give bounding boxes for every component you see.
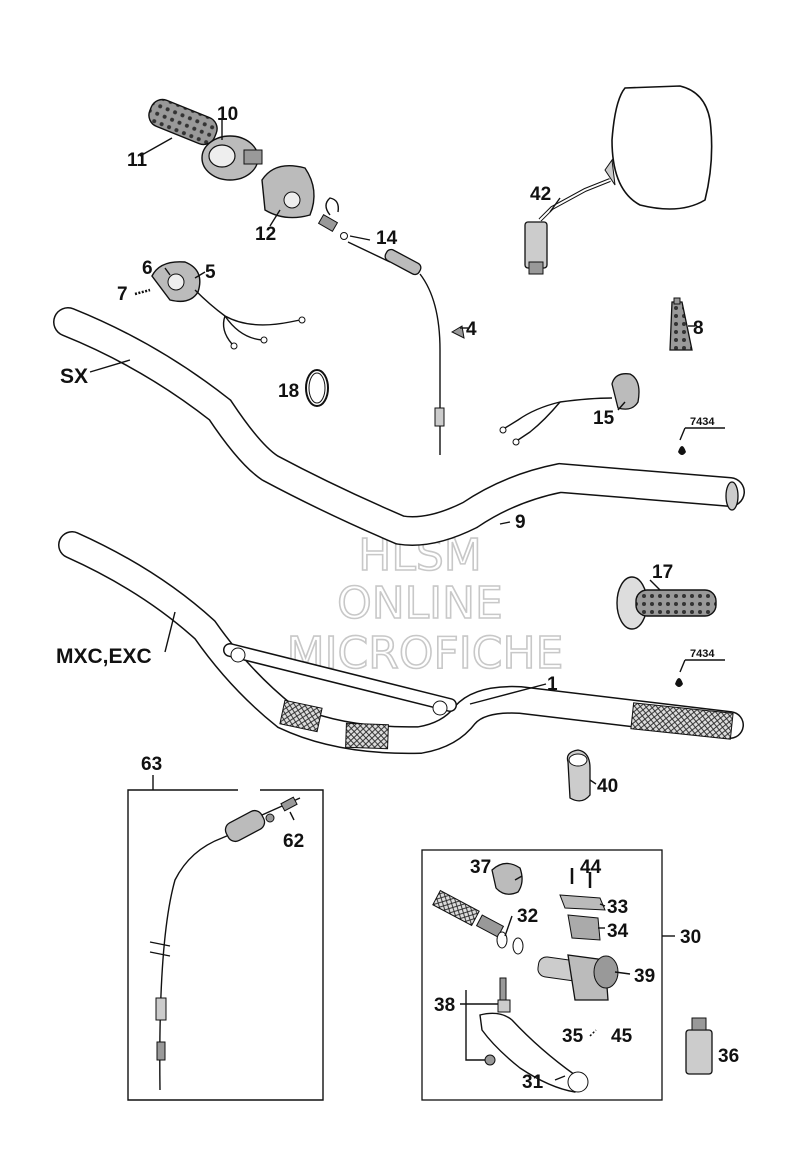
mirror bbox=[524, 85, 713, 275]
throttle-cover bbox=[261, 165, 315, 219]
callout-1: 1 bbox=[547, 674, 558, 695]
throttle-cable-socket bbox=[243, 149, 263, 165]
callout-36: 36 bbox=[718, 1046, 739, 1067]
handlebar-sx bbox=[53, 307, 745, 546]
callout-62: 62 bbox=[283, 831, 304, 852]
cable-clip bbox=[450, 325, 465, 339]
rubber-ring bbox=[305, 369, 329, 407]
reference-code-lower: 7434 bbox=[690, 648, 715, 660]
handlebar-mxc-exc bbox=[58, 531, 744, 755]
clutch-lever-box bbox=[421, 849, 713, 1101]
kill-switch bbox=[134, 261, 306, 350]
leader-lines bbox=[89, 120, 725, 1081]
callout-63: 63 bbox=[141, 754, 162, 775]
callout-37: 37 bbox=[470, 857, 491, 878]
callout-30: 30 bbox=[680, 927, 701, 948]
callout-7: 7 bbox=[117, 284, 128, 305]
throttle-cable bbox=[317, 197, 445, 455]
callout-12: 12 bbox=[255, 224, 276, 245]
horn-light-switch bbox=[499, 373, 640, 446]
callout-34: 34 bbox=[607, 921, 629, 942]
callout-15: 15 bbox=[593, 408, 615, 429]
throttle-grip-assembly bbox=[148, 98, 263, 181]
callout-8: 8 bbox=[693, 318, 704, 339]
callout-35: 35 bbox=[562, 1026, 584, 1047]
callout-31: 31 bbox=[522, 1072, 544, 1093]
callout-6: 6 bbox=[142, 258, 153, 279]
callout-10: 10 bbox=[217, 104, 238, 125]
callout-11: 11 bbox=[127, 150, 148, 171]
watermark-line-2: ONLINE bbox=[337, 578, 503, 629]
bar-clamp bbox=[566, 749, 591, 802]
throttle-grip-rubber bbox=[148, 98, 218, 146]
callout-5: 5 bbox=[205, 262, 216, 283]
callout-42: 42 bbox=[530, 184, 551, 205]
callout-33: 33 bbox=[607, 897, 628, 918]
callout-44: 44 bbox=[580, 857, 602, 878]
clutch-cable-box bbox=[127, 775, 324, 1101]
hand-grip bbox=[616, 576, 717, 630]
callout-4: 4 bbox=[466, 319, 477, 340]
callout-32: 32 bbox=[517, 906, 538, 927]
grease-tube bbox=[669, 297, 693, 351]
variant-sx-label: SX bbox=[60, 365, 88, 388]
callout-9: 9 bbox=[515, 512, 526, 533]
callout-38: 38 bbox=[434, 995, 455, 1016]
callout-18: 18 bbox=[278, 381, 299, 402]
reference-code-upper: 7434 bbox=[690, 416, 715, 428]
callout-45: 45 bbox=[611, 1026, 633, 1047]
throttle-housing-bore bbox=[208, 144, 236, 168]
variant-mxc-exc-label: MXC,EXC bbox=[56, 645, 152, 668]
callout-39: 39 bbox=[634, 966, 655, 987]
callout-40: 40 bbox=[597, 776, 618, 797]
watermark: HLSM ONLINE MICROFICHE bbox=[286, 529, 564, 680]
callout-labels: 10 11 12 14 42 6 5 7 4 8 18 15 SX 7434 9… bbox=[56, 104, 739, 1093]
callout-14: 14 bbox=[376, 228, 398, 249]
callout-17: 17 bbox=[652, 562, 673, 583]
